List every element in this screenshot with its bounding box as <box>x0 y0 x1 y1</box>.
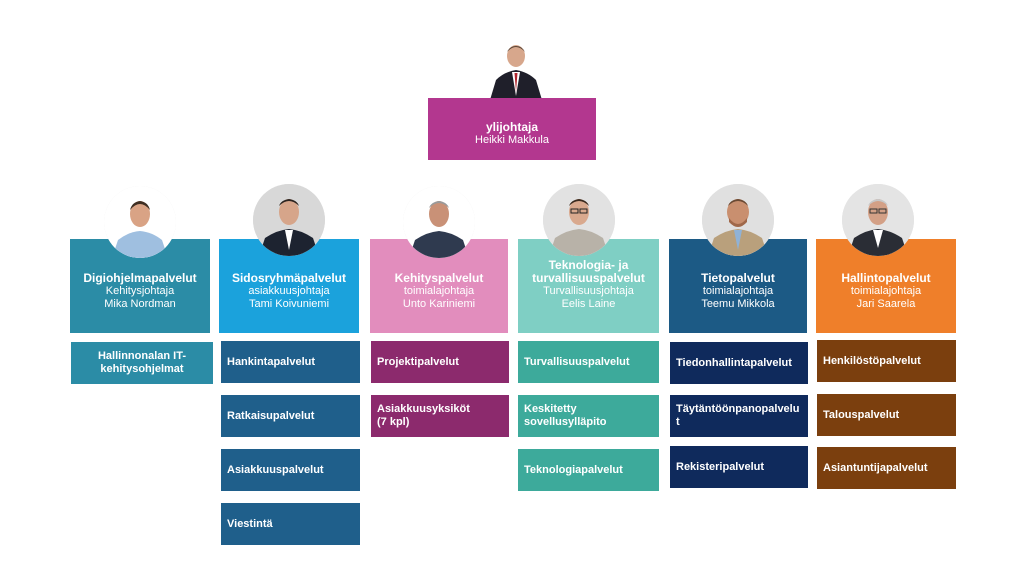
unit-leader-name: Unto Kariniemi <box>402 298 476 310</box>
subunit-box: Täytäntöönpanopalvelut <box>670 395 808 437</box>
subunit-box: Hankintapalvelut <box>221 341 360 383</box>
leader-photo <box>543 184 615 256</box>
subunit-box: Turvallisuuspalvelut <box>518 341 659 383</box>
subunit-box: Asiakkuusyksiköt (7 kpl) <box>371 395 509 437</box>
subunit-label: Rekisteripalvelut <box>676 460 765 473</box>
unit-name: Sidosryhmäpalvelut <box>231 271 347 285</box>
subunit-label: Talouspalvelut <box>823 408 900 421</box>
top-executive-name: Heikki Makkula <box>475 133 549 146</box>
subunit-box: Asiakkuuspalvelut <box>221 449 360 491</box>
unit-leader-role: Turvallisuusjohtaja <box>543 285 634 297</box>
subunit-label: Ratkaisupalvelut <box>227 409 315 422</box>
subunit-label: Asiantuntijapalvelut <box>823 461 928 474</box>
subunit-label: Täytäntöönpanopalvelut <box>676 403 800 428</box>
subunit-box: Henkilöstöpalvelut <box>817 340 956 382</box>
unit-leader-name: Jari Saarela <box>856 298 916 310</box>
unit-leader-name: Teemu Mikkola <box>701 298 775 310</box>
leader-photo <box>702 184 774 256</box>
subunit-box: Hallinnonalan IT-kehitysohjelmat <box>71 342 213 384</box>
unit-leader-role: Kehitysjohtaja <box>105 285 175 297</box>
leader-photo <box>403 186 475 258</box>
subunit-label: Asiakkuuspalvelut <box>227 463 324 476</box>
unit-leader-name: Eelis Laine <box>561 298 616 310</box>
subunit-label: Hankintapalvelut <box>227 355 316 368</box>
top-executive-box: ylijohtaja Heikki Makkula <box>428 98 596 160</box>
unit-leader-name: Mika Nordman <box>104 298 176 310</box>
ceo-photo <box>484 36 548 100</box>
subunit-label: Teknologiapalvelut <box>524 463 623 476</box>
subunit-label: Asiakkuusyksiköt (7 kpl) <box>377 403 470 428</box>
subunit-box: Tiedonhallintapalvelut <box>670 342 808 384</box>
leader-photo <box>253 184 325 256</box>
subunit-label: Henkilöstöpalvelut <box>823 354 921 367</box>
subunit-box: Keskitetty sovellusylläpito <box>518 395 659 437</box>
subunit-label: Turvallisuuspalvelut <box>524 355 630 368</box>
subunit-box: Rekisteripalvelut <box>670 446 808 488</box>
subunit-box: Ratkaisupalvelut <box>221 395 360 437</box>
unit-leader-role: asiakkuusjohtaja <box>248 285 330 297</box>
subunit-box: Teknologiapalvelut <box>518 449 659 491</box>
subunit-box: Talouspalvelut <box>817 394 956 436</box>
unit-leader-role: toimialajohtaja <box>403 285 475 297</box>
unit-leader-role: toimialajohtaja <box>850 285 922 297</box>
subunit-label: Tiedonhallintapalvelut <box>676 356 792 369</box>
leader-photo <box>842 184 914 256</box>
subunit-label: Keskitetty sovellusylläpito <box>524 403 607 428</box>
unit-name: Teknologia- ja turvallisuuspalvelut <box>532 258 645 285</box>
unit-name: Hallintopalvelut <box>841 271 931 285</box>
unit-name: Tietopalvelut <box>701 271 775 285</box>
subunit-box: Projektipalvelut <box>371 341 509 383</box>
subunit-box: Asiantuntijapalvelut <box>817 447 956 489</box>
subunit-label: Hallinnonalan IT-kehitysohjelmat <box>97 350 186 375</box>
subunit-label: Projektipalvelut <box>377 355 459 368</box>
unit-name: Kehityspalvelut <box>394 271 484 285</box>
unit-name: Digiohjelmapalvelut <box>83 271 197 285</box>
unit-leader-role: toimialajohtaja <box>702 285 774 297</box>
top-executive-title: ylijohtaja <box>485 119 538 134</box>
leader-photo <box>104 186 176 258</box>
unit-leader-name: Tami Koivuniemi <box>248 298 330 310</box>
subunit-label: Viestintä <box>227 517 273 530</box>
subunit-box: Viestintä <box>221 503 360 545</box>
